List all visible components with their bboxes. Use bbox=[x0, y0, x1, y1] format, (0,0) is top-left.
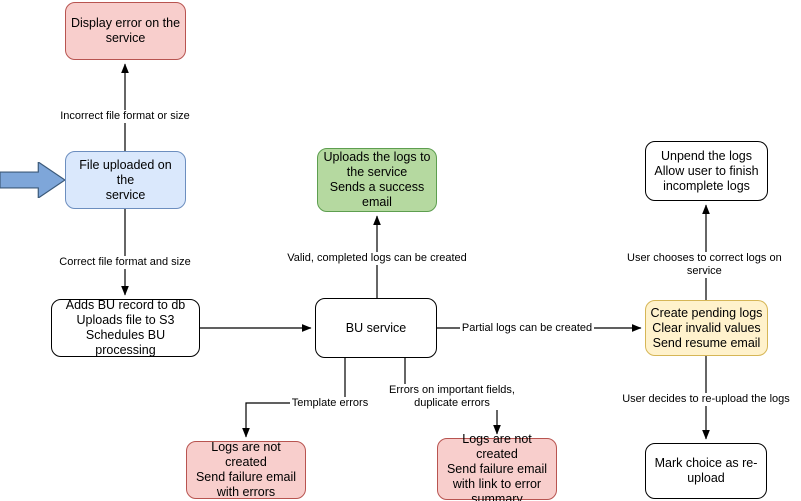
edge-label-bu-service-to-logs-not-created-summary: Errors on important fields, duplicate er… bbox=[387, 384, 517, 410]
node-mark-choice-reupload[interactable]: Mark choice as re- upload bbox=[645, 443, 767, 499]
edge-label-create-pending-logs-to-mark-choice: User decides to re-upload the logs bbox=[620, 392, 792, 406]
edge-label-file-uploaded-to-adds-bu-record: Correct file format and size bbox=[57, 255, 193, 269]
node-logs-not-created-summary[interactable]: Logs are not created Send failure email … bbox=[437, 432, 557, 501]
edge-label-bu-service-to-uploads-logs: Valid, completed logs can be created bbox=[285, 251, 469, 265]
edge-label-bu-service-to-logs-not-created-errors: Template errors bbox=[289, 396, 371, 410]
block-arrow-shape bbox=[0, 162, 66, 198]
node-logs-not-created-errors[interactable]: Logs are not created Send failure email … bbox=[186, 440, 306, 499]
node-uploads-logs[interactable]: Uploads the logs to the service Sends a … bbox=[317, 148, 437, 212]
node-file-uploaded[interactable]: File uploaded on the service bbox=[65, 151, 186, 209]
node-display-error[interactable]: Display error on the service bbox=[65, 2, 186, 60]
node-bu-service[interactable]: BU service bbox=[315, 298, 437, 358]
input-block-arrow-icon bbox=[0, 162, 66, 198]
edge-label-create-pending-logs-to-unpend-logs: User chooses to correct logs on service bbox=[607, 251, 801, 278]
edge-label-bu-service-to-create-pending-logs: Partial logs can be created bbox=[459, 321, 595, 335]
node-adds-bu-record[interactable]: Adds BU record to db Uploads file to S3 … bbox=[51, 298, 200, 357]
node-create-pending-logs[interactable]: Create pending logs Clear invalid values… bbox=[645, 300, 768, 356]
node-unpend-logs[interactable]: Unpend the logs Allow user to finish inc… bbox=[645, 141, 768, 201]
edge-label-file-uploaded-to-display-error: Incorrect file format or size bbox=[58, 109, 192, 123]
